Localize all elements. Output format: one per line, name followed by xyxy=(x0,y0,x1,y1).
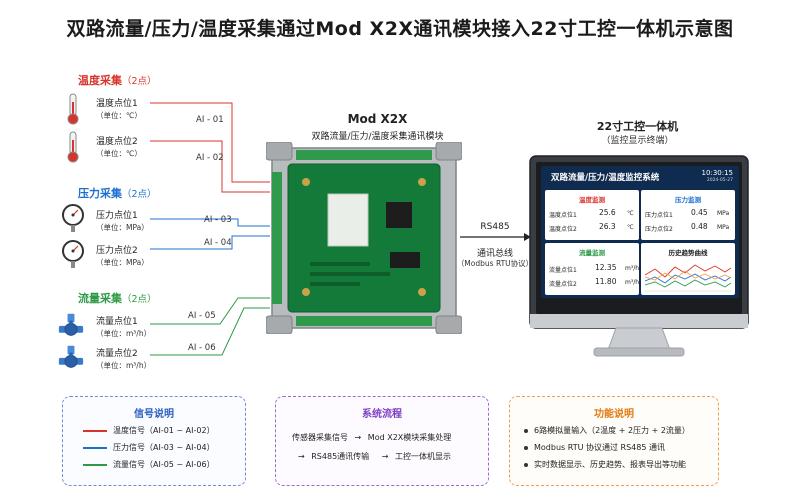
page-title: 双路流量/压力/温度采集通过Mod X2X通讯模块接入22寸工控一体机示意图 xyxy=(66,18,734,40)
bullet-icon xyxy=(524,462,528,467)
bullet-icon xyxy=(524,445,528,450)
sensor-temp-1-unit: （单位：℃） xyxy=(96,111,142,120)
legend-line-red xyxy=(83,429,107,432)
trend-panel: 历史趋势曲线 xyxy=(641,243,735,295)
wire-ai-01 xyxy=(150,102,270,183)
ai-06-label: AI - 06 xyxy=(188,343,216,353)
wire-ai-06 xyxy=(150,307,270,356)
ai-02-label: AI - 02 xyxy=(196,153,224,163)
device-subtitle: 双路流量/压力/温度采集通讯模块 xyxy=(311,132,444,142)
arrow-right-icon: → xyxy=(298,452,305,461)
sensor-flow-2-name: 流量点位2 xyxy=(96,349,138,359)
wire-ai-04 xyxy=(150,235,270,250)
bus-label: 通讯总线 xyxy=(476,249,513,259)
wire-ai-05 xyxy=(150,297,270,325)
feature-item-2: Modbus RTU 协议通过 RS485 通讯 xyxy=(524,442,665,453)
mod-x2x-module-image xyxy=(266,142,462,334)
flowmeter-icon xyxy=(58,313,84,336)
wire-ai-03 xyxy=(150,218,270,227)
monitor-screen: 双路流量/压力/温度监控系统 10:30:15 2024-05-27 温度监测 … xyxy=(541,166,739,298)
sensor-flow-1-unit: （单位：m³/h） xyxy=(96,329,152,338)
flow-panel-title: 流量监测 xyxy=(579,249,605,257)
features-title: 功能说明 xyxy=(594,409,634,420)
feature-item-3: 实时数据显示、历史趋势、报表导出等功能 xyxy=(524,459,686,470)
rs485-arrowhead xyxy=(524,233,531,241)
arrow-right-icon: → xyxy=(354,433,362,442)
flow-line-2: → RS485通讯传输 → 工控一体机显示 xyxy=(298,452,451,461)
feature-item-1: 6路模拟量输入（2温度 + 2压力 + 2流量） xyxy=(524,425,690,436)
signal-legend-title: 信号说明 xyxy=(134,409,174,420)
pressure-row-1: 压力点位1 0.45 MPa xyxy=(645,208,730,219)
sensor-pressure-1-name: 压力点位1 xyxy=(96,211,138,221)
sensor-flow-1-name: 流量点位1 xyxy=(96,317,138,327)
screen-time: 10:30:15 xyxy=(701,169,733,177)
wire-ai-02 xyxy=(150,140,270,193)
pressure-gauge-icon xyxy=(62,204,84,232)
pressure-group-title: 压力采集（2点） xyxy=(78,187,157,200)
thermometer-icon xyxy=(67,93,79,125)
temp-row-1: 温度点位1 25.6 ℃ xyxy=(549,208,634,219)
device-title: Mod X2X xyxy=(347,112,408,126)
system-flow-title: 系统流程 xyxy=(362,409,402,420)
flow-group-title: 流量采集（2点） xyxy=(78,292,157,305)
legend-line-green xyxy=(83,463,107,466)
ai-05-label: AI - 05 xyxy=(188,311,216,321)
legend-item-flow: 流量信号（AI-05 ~ AI-06） xyxy=(83,459,215,470)
trend-sparkline xyxy=(645,264,731,292)
temperature-panel: 温度监测 温度点位1 25.6 ℃ 温度点位2 26.3 ℃ xyxy=(545,190,639,240)
sensor-temp-2-unit: （单位：℃） xyxy=(96,149,142,158)
sensor-pressure-1-unit: （单位：MPa） xyxy=(96,223,149,232)
flow-row-2: 流量点位2 11.80 m³/h xyxy=(549,277,640,288)
bullet-icon xyxy=(524,428,528,433)
ai-04-label: AI - 04 xyxy=(204,238,232,248)
pressure-panel: 压力监测 压力点位1 0.45 MPa 压力点位2 0.48 MPa xyxy=(641,190,735,240)
features-box: 功能说明 6路模拟量输入（2温度 + 2压力 + 2流量） Modbus RTU… xyxy=(509,396,719,486)
legend-item-pressure: 压力信号（AI-03 ~ AI-04） xyxy=(83,442,215,453)
screen-header: 双路流量/压力/温度监控系统 10:30:15 2024-05-27 xyxy=(541,166,739,188)
trend-panel-title: 历史趋势曲线 xyxy=(668,249,708,257)
monitor-subtitle: （监控显示终端） xyxy=(601,136,674,146)
screen-date: 2024-05-27 xyxy=(706,178,733,183)
ai-03-label: AI - 03 xyxy=(204,215,232,225)
ai-01-label: AI - 01 xyxy=(196,115,224,125)
flow-panel: 流量监测 流量点位1 12.35 m³/h 流量点位2 11.80 m³/h xyxy=(545,243,639,295)
arrow-right-icon: → xyxy=(381,452,389,461)
sensor-temp-2-name: 温度点位2 xyxy=(96,137,138,147)
protocol-detail-label: （Modbus RTU协议） xyxy=(456,259,534,268)
rs485-label: RS485 xyxy=(480,222,510,232)
pressure-row-2: 压力点位2 0.48 MPa xyxy=(645,222,730,233)
flow-line-1: 传感器采集信号 → Mod X2X模块采集处理 xyxy=(292,433,452,442)
sensor-flow-2-unit: （单位：m³/h） xyxy=(96,361,152,370)
monitor-title: 22寸工控一体机 xyxy=(596,120,679,133)
system-flow-box: 系统流程 传感器采集信号 → Mod X2X模块采集处理 → RS485通讯传输… xyxy=(275,396,489,486)
temperature-panel-title: 温度监测 xyxy=(579,196,605,204)
sensor-pressure-2-name: 压力点位2 xyxy=(96,246,138,256)
sensor-pressure-2-unit: （单位：MPa） xyxy=(96,258,149,267)
signal-legend-box: 信号说明 温度信号（AI-01 ~ AI-02） 压力信号（AI-03 ~ AI… xyxy=(62,396,246,486)
pressure-gauge-icon xyxy=(62,240,84,268)
temp-row-2: 温度点位2 26.3 ℃ xyxy=(549,222,634,233)
temperature-group-title: 温度采集（2点） xyxy=(78,74,157,87)
thermometer-icon xyxy=(67,131,79,163)
flow-row-1: 流量点位1 12.35 m³/h xyxy=(549,263,640,274)
flowmeter-icon xyxy=(58,345,84,368)
pressure-panel-title: 压力监测 xyxy=(675,196,701,204)
legend-line-blue xyxy=(83,446,107,449)
screen-title: 双路流量/压力/温度监控系统 xyxy=(551,173,660,183)
legend-item-temperature: 温度信号（AI-01 ~ AI-02） xyxy=(83,425,215,436)
sensor-temp-1-name: 温度点位1 xyxy=(96,99,138,109)
